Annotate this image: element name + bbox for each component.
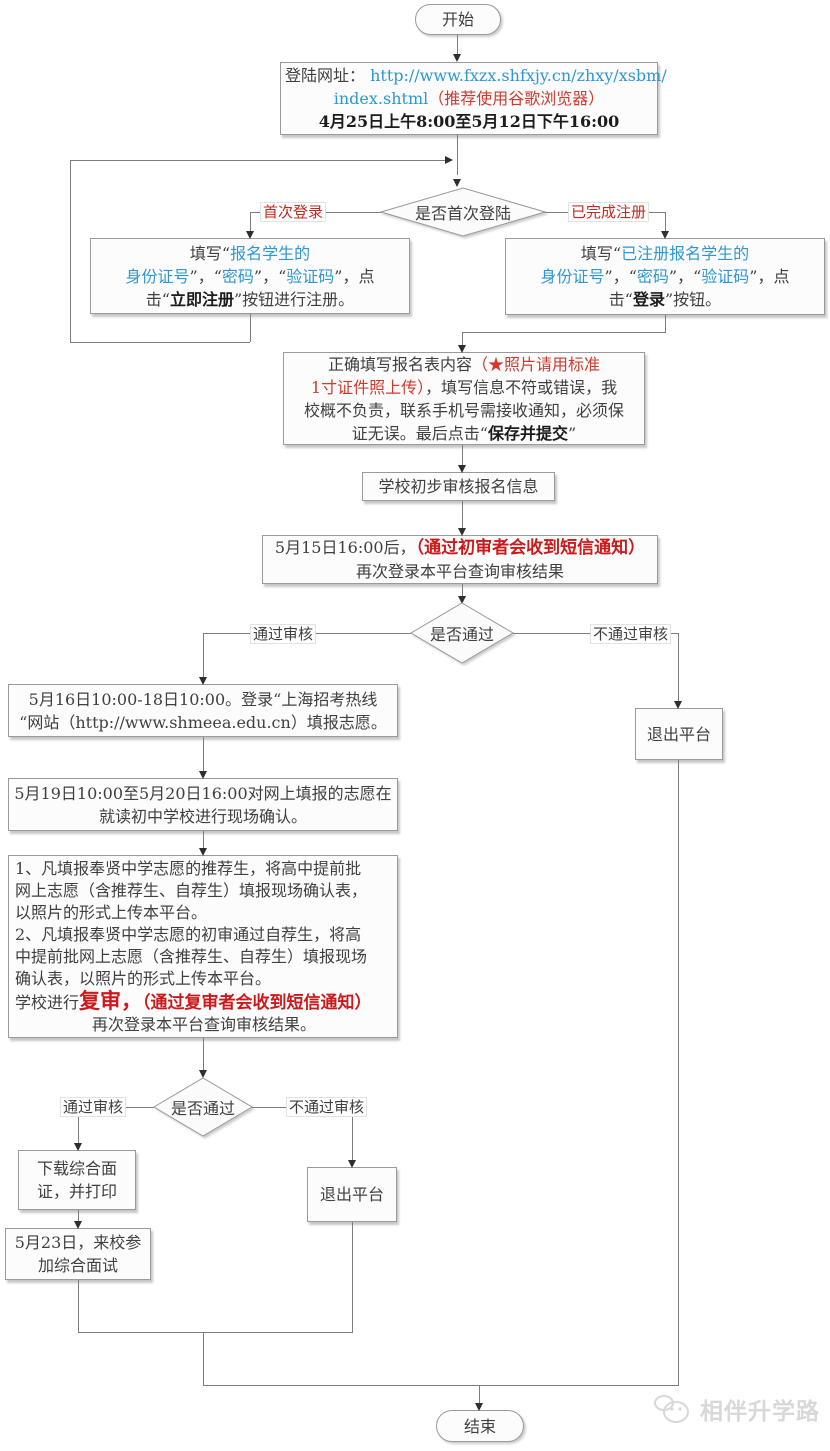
arrowhead-down bbox=[74, 1221, 82, 1229]
connector-interview-down bbox=[78, 1280, 79, 1332]
fill-volunteer-text: 5月16日10:00-18日10:00。登录“上海招考热线“网站（http://… bbox=[19, 689, 387, 732]
school-review-box: 学校初步审核报名信息 bbox=[362, 472, 555, 501]
arrowhead-down bbox=[199, 677, 207, 685]
fill-volunteer-box: 5月16日10:00-18日10:00。登录“上海招考热线“网站（http://… bbox=[8, 684, 398, 737]
arrowhead-down bbox=[246, 231, 254, 239]
branch-label-pass-1: 通过审核 bbox=[250, 624, 317, 644]
pass-decision-1-label: 是否通过 bbox=[429, 625, 494, 644]
interview-text: 5月23日，来校参加综合面试 bbox=[14, 1233, 142, 1275]
connector-start-to-url bbox=[457, 35, 458, 54]
pass-decision-2: 是否通过 bbox=[153, 1077, 253, 1137]
connector-merge-v bbox=[462, 332, 463, 346]
onsite-confirm-text: 5月19日10:00至5月20日16:00对网上填报的志愿在就读初中学校进行现场… bbox=[14, 783, 392, 826]
upload-confirm-text: 1、凡填报奉贤中学志愿的推荐生，将高中提前批网上志愿（含推荐生、自荐生）填报现场… bbox=[15, 858, 372, 1034]
arrowhead-right bbox=[445, 156, 453, 164]
arrowhead-down bbox=[453, 179, 461, 187]
exit-platform-1-box: 退出平台 bbox=[635, 708, 723, 760]
connector-result-to-decision2 bbox=[462, 584, 463, 597]
register-text: 填写“报名学生的身份证号”，“密码”，“验证码”，点击“立即注册”按钮进行注册。 bbox=[125, 243, 375, 309]
login-url-box: 登陆网址： http://www.fxzx.shfxjy.cn/zhxy/xsb… bbox=[280, 62, 667, 135]
download-print-box: 下载综合面证，并打印 bbox=[18, 1150, 136, 1210]
branch-label-registered: 已完成注册 bbox=[568, 202, 650, 222]
arrowhead-down bbox=[661, 231, 669, 239]
branch-label-fail-2: 不通过审核 bbox=[286, 1097, 368, 1117]
review-result-box: 5月15日16:00后，（通过初审者会收到短信通知）再次登录本平台查询审核结果 bbox=[262, 535, 658, 584]
arrowhead-down bbox=[199, 1070, 207, 1078]
login-url-text: 登陆网址： http://www.fxzx.shfxjy.cn/zhxy/xsb… bbox=[285, 66, 667, 131]
connector-loop-left bbox=[70, 160, 71, 342]
arrowhead-down bbox=[199, 771, 207, 779]
connector-decision3-no-v bbox=[352, 1107, 353, 1161]
upload-confirm-box: 1、凡填报奉贤中学志愿的推荐生，将高中提前批网上志愿（含推荐生、自荐生）填报现场… bbox=[8, 855, 398, 1038]
connector-decision3-yes-v bbox=[78, 1107, 79, 1144]
branch-label-fail-1: 不通过审核 bbox=[590, 624, 672, 644]
connector-register-out bbox=[250, 314, 251, 342]
diamond-shape bbox=[380, 187, 546, 237]
connector-confirm-to-upload bbox=[203, 831, 204, 849]
end-terminator: 结束 bbox=[436, 1410, 524, 1442]
arrowhead-down bbox=[348, 1160, 356, 1168]
branch-label-pass-2: 通过审核 bbox=[60, 1097, 127, 1117]
register-box: 填写“报名学生的身份证号”，“密码”，“验证码”，点击“立即注册”按钮进行注册。 bbox=[90, 238, 410, 314]
connector-decision1-yes-v bbox=[250, 212, 251, 234]
arrowhead-down bbox=[458, 345, 466, 353]
connector-exit2-down bbox=[352, 1222, 353, 1332]
exit-platform-1-label: 退出平台 bbox=[646, 724, 711, 744]
start-terminator: 开始 bbox=[415, 4, 501, 35]
watermark-text: 相伴升学路 bbox=[700, 1398, 820, 1425]
arrowhead-down bbox=[453, 54, 461, 62]
first-login-decision-label: 是否首次登陆 bbox=[414, 204, 511, 223]
arrowhead-down bbox=[458, 465, 466, 473]
connector-decision1-no-v bbox=[665, 212, 666, 234]
connector-login-out bbox=[665, 315, 666, 332]
connector-volunteer-to-confirm bbox=[203, 737, 204, 771]
arrowhead-down bbox=[475, 1403, 483, 1411]
exit-platform-2-label: 退出平台 bbox=[319, 1185, 384, 1204]
start-label: 开始 bbox=[441, 10, 474, 29]
download-print-text: 下载综合面证，并打印 bbox=[36, 1159, 117, 1201]
diamond-shape bbox=[410, 602, 514, 664]
connector-merge2-v bbox=[203, 1332, 204, 1385]
connector-loop-bottom bbox=[70, 342, 250, 343]
first-login-decision: 是否首次登陆 bbox=[380, 187, 546, 237]
arrowhead-down bbox=[674, 701, 682, 709]
connector-download-to-interview bbox=[78, 1210, 79, 1222]
exit-platform-2-box: 退出平台 bbox=[307, 1167, 397, 1222]
watermark-logo-icon bbox=[654, 1395, 689, 1423]
arrowhead-down bbox=[458, 528, 466, 536]
connector-upload-to-decision3 bbox=[203, 1038, 204, 1071]
login-box: 填写“已注册报名学生的身份证号”，“密码”，“验证码”，点击“登录”按钮。 bbox=[505, 238, 825, 315]
connector-bottom-h bbox=[203, 1385, 679, 1386]
interview-box: 5月23日，来校参加综合面试 bbox=[5, 1228, 151, 1280]
diamond-shape bbox=[153, 1077, 253, 1137]
connector-decision2-no-v bbox=[678, 633, 679, 702]
branch-label-first-login: 首次登录 bbox=[260, 202, 327, 222]
end-label: 结束 bbox=[463, 1416, 496, 1436]
school-review-label: 学校初步审核报名信息 bbox=[378, 477, 539, 496]
arrowhead-down bbox=[199, 848, 207, 856]
review-result-text: 5月15日16:00后，（通过初审者会收到短信通知）再次登录本平台查询审核结果 bbox=[274, 538, 646, 581]
connector-form-to-review bbox=[462, 445, 463, 466]
connector-exit1-down bbox=[678, 760, 679, 1385]
pass-decision-1: 是否通过 bbox=[410, 602, 514, 664]
connector-to-end bbox=[479, 1385, 480, 1404]
connector-merge2-h bbox=[78, 1332, 353, 1333]
pass-decision-2-label: 是否通过 bbox=[170, 1099, 235, 1118]
arrowhead-down bbox=[74, 1143, 82, 1151]
connector-merge-h bbox=[462, 332, 666, 333]
watermark: 相伴升学路 bbox=[652, 1392, 820, 1426]
arrowhead-down bbox=[458, 596, 466, 604]
onsite-confirm-box: 5月19日10:00至5月20日16:00对网上填报的志愿在就读初中学校进行现场… bbox=[8, 778, 398, 831]
connector-review-to-result bbox=[462, 501, 463, 528]
connector-url-to-decision1 bbox=[457, 135, 458, 175]
login-text: 填写“已注册报名学生的身份证号”，“密码”，“验证码”，点击“登录”按钮。 bbox=[540, 244, 790, 309]
connector-loop-top bbox=[70, 160, 445, 161]
connector-decision2-yes-v bbox=[203, 633, 204, 677]
